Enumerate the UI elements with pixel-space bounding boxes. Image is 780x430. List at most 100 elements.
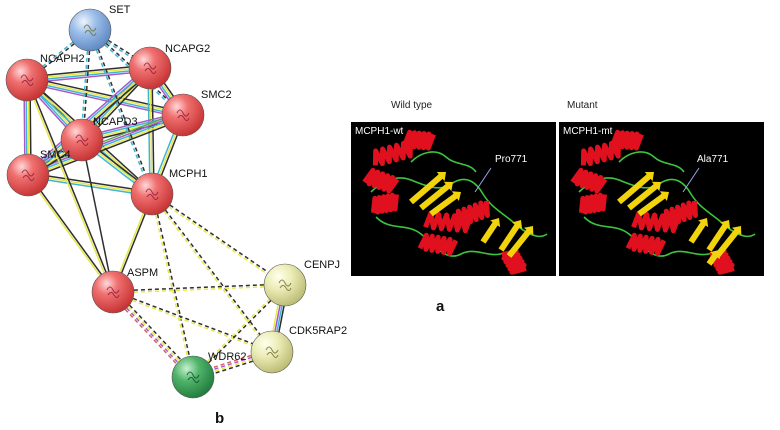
edge-strand [152, 193, 195, 377]
node-label-set: SET [109, 4, 131, 16]
helix-segment [610, 129, 644, 151]
node-sphere [5, 58, 49, 102]
edge-strand [113, 290, 273, 352]
node-structure-glyph [186, 371, 200, 383]
node-label-mcph1: MCPH1 [169, 168, 208, 180]
network-labels: SETNCAPH2NCAPG2SMC2NCAPD3SMC4MCPH1ASPMCE… [40, 4, 347, 363]
sheet-arrow [706, 250, 720, 266]
edge-strand [25, 65, 149, 174]
sheet-arrow [409, 172, 446, 205]
node-sphere [250, 330, 294, 374]
edge-set-mcph1 [88, 29, 154, 195]
coil-segment [410, 151, 477, 173]
node-cenpj[interactable] [263, 263, 307, 307]
edge-strand [27, 78, 184, 115]
edge-strand [27, 76, 184, 113]
node-sphere [6, 153, 50, 197]
edge-strand [25, 80, 113, 293]
edge-strand [26, 175, 113, 294]
sheet-arrow [627, 181, 661, 211]
mutant-panel-title: MCPH1-mt [563, 126, 613, 137]
mutant-residue-label: Ala771 [697, 154, 729, 165]
edge-strand [111, 292, 193, 379]
node-label-cdk5rap2: CDK5RAP2 [289, 325, 347, 337]
edge-mcph1-cdk5rap2 [150, 192, 274, 354]
sheet-arrow [429, 191, 461, 217]
node-ncapg2[interactable] [128, 46, 172, 90]
sheet-arrow [419, 181, 453, 211]
edge-strand [152, 192, 274, 352]
edge-strand [28, 173, 115, 292]
sheet-arrow [480, 218, 501, 244]
node-label-wdr62: WDR62 [208, 351, 247, 363]
edge-strand [26, 82, 183, 119]
wild-type-caption: Wild type [391, 100, 433, 111]
node-mcph1[interactable] [130, 172, 174, 216]
node-wdr62[interactable] [171, 355, 215, 399]
edge-aspm-cdk5rap2 [112, 290, 273, 354]
edge-strand [27, 79, 115, 292]
node-sphere [91, 270, 135, 314]
helix-segment [663, 200, 698, 227]
node-structure-glyph [176, 109, 190, 121]
helix-segment [570, 167, 608, 194]
mutant-structure-panel: MCPH1-mt Ala771 [559, 122, 764, 276]
residue-pointer [682, 167, 700, 193]
sheet-arrow [637, 191, 669, 217]
edge-strand [193, 285, 287, 379]
edge-strand [114, 289, 196, 376]
edge-strand [81, 139, 114, 293]
node-label-aspm: ASPM [127, 267, 158, 279]
edge-strand [88, 30, 152, 195]
node-ncapd3[interactable] [60, 118, 104, 162]
node-structure-glyph [106, 286, 120, 298]
edge-smc4-aspm [26, 173, 115, 294]
node-cdk5rap2[interactable] [250, 330, 294, 374]
edge-strand [151, 194, 285, 287]
node-sphere [60, 118, 104, 162]
node-structure-glyph [83, 24, 97, 36]
node-set[interactable] [68, 8, 112, 52]
node-smc4[interactable] [6, 153, 50, 197]
edge-mcph1-cenpj [151, 192, 286, 287]
edge-strand [112, 283, 285, 292]
edge-strand [150, 194, 193, 378]
node-structure-glyph [20, 74, 34, 86]
sheet-arrow [506, 226, 534, 258]
edge-strand [113, 290, 195, 377]
edge-mcph1-wdr62 [150, 193, 195, 378]
edge-strand [29, 118, 185, 180]
sheet-arrow [688, 218, 709, 244]
node-label-ncapd3: NCAPD3 [93, 116, 138, 128]
edge-aspm-wdr62 [110, 289, 196, 380]
node-label-cenpj: CENPJ [304, 259, 340, 271]
node-sphere [128, 46, 172, 90]
edge-cenpj-wdr62 [191, 283, 287, 379]
mutant-ribbon-graphic [570, 129, 756, 275]
sheet-arrow [498, 220, 523, 252]
helix-segment [455, 200, 490, 227]
wild-type-structure-panel: MCPH1-wt Pro771 [351, 122, 556, 276]
sheet-arrow [617, 172, 654, 205]
node-structure-glyph [75, 134, 89, 146]
edge-strand [112, 292, 272, 354]
coil-segment [583, 216, 715, 257]
node-ncaph2[interactable] [5, 58, 49, 102]
wild-type-ribbon-graphic [362, 129, 548, 275]
node-label-smc2: SMC2 [201, 89, 232, 101]
node-sphere [161, 93, 205, 137]
node-aspm[interactable] [91, 270, 135, 314]
node-smc2[interactable] [161, 93, 205, 137]
edge-aspm-cenpj [112, 283, 286, 294]
sheet-arrow [706, 220, 731, 252]
coil-segment [618, 151, 685, 173]
edge-strand [150, 194, 272, 354]
helix-segment [417, 232, 459, 256]
node-structure-glyph [278, 279, 292, 291]
node-sphere [263, 263, 307, 307]
edge-strand [191, 283, 285, 377]
edge-strand [113, 285, 286, 294]
helix-segment [362, 167, 400, 194]
wild-type-ribbon-structure [362, 129, 548, 275]
edge-strand [28, 116, 184, 178]
